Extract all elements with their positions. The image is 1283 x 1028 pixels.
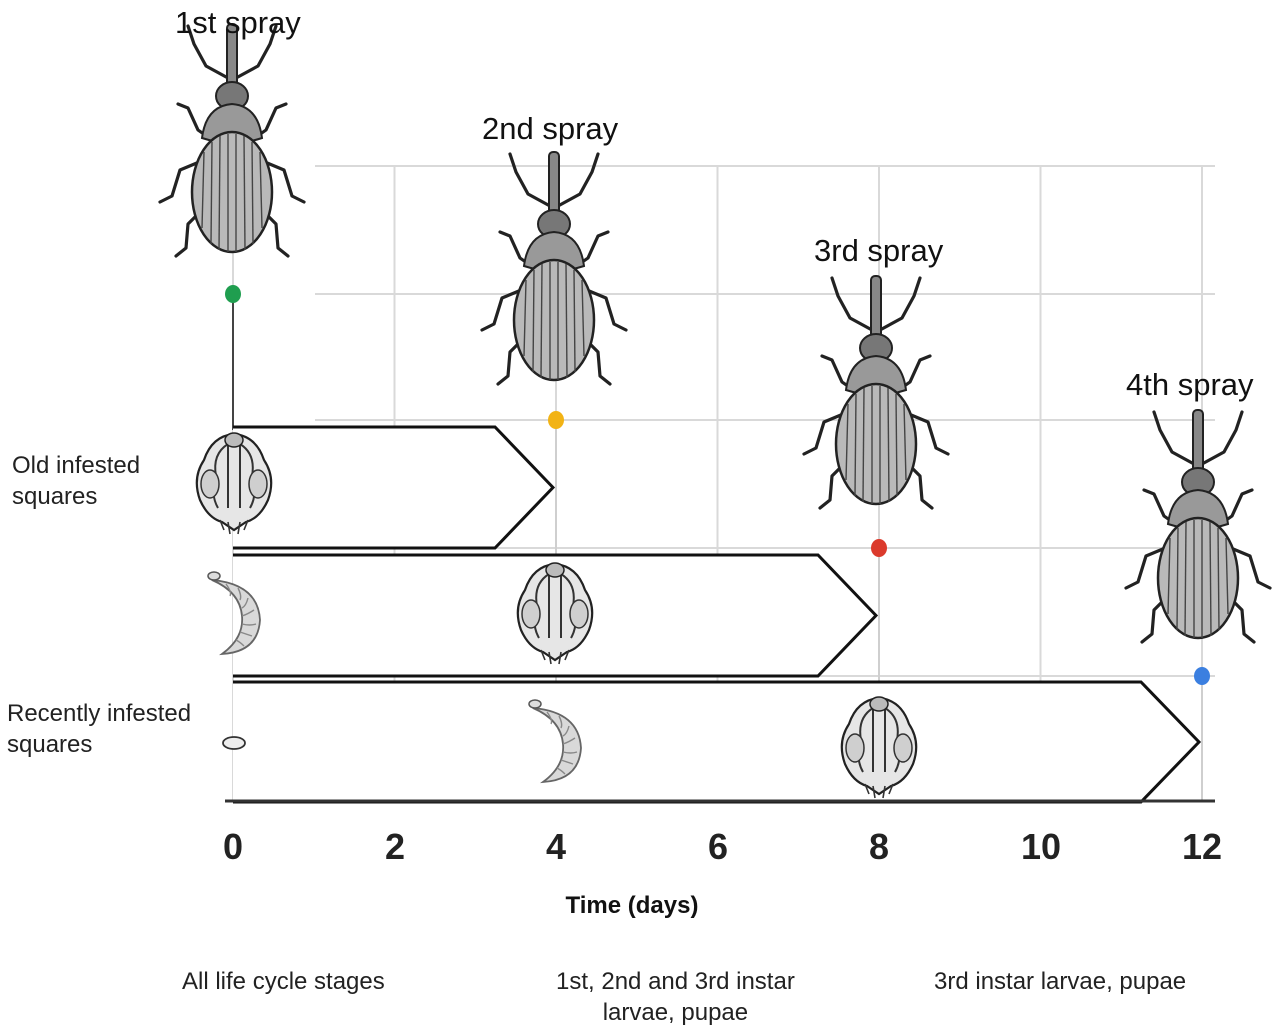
spray-label-3: 3rd spray [814, 233, 943, 269]
footnote-all-stages: All life cycle stages [182, 966, 385, 997]
weevil-adult-icon [482, 152, 626, 384]
weevil-adult-icon [1126, 410, 1270, 642]
spray-dot [1194, 667, 1210, 685]
weevil-egg-icon [223, 737, 245, 749]
stage-arrows [233, 427, 1199, 802]
stage-arrow-recent [233, 682, 1199, 802]
spray-dot [225, 285, 241, 303]
spray-dot [548, 411, 564, 429]
weevil-adult-icon [804, 276, 948, 508]
tick-label: 4 [546, 826, 566, 868]
weevil-adult-icon [160, 24, 304, 256]
row-label-old-infested: Old infested squares [12, 450, 140, 512]
tick-label: 6 [708, 826, 728, 868]
footnote-instar-larvae-pupae: 1st, 2nd and 3rd instar larvae, pupae [556, 966, 795, 1028]
stage-arrow-old [233, 427, 553, 548]
spray-dot [871, 539, 887, 557]
spray-label-2: 2nd spray [482, 111, 618, 147]
x-axis-title: Time (days) [566, 892, 699, 920]
row-label-recently-infested: Recently infested squares [7, 698, 191, 760]
spray-label-4: 4th spray [1126, 367, 1254, 403]
spray-label-1: 1st spray [175, 5, 301, 41]
tick-label: 0 [223, 826, 243, 868]
tick-label: 8 [869, 826, 889, 868]
tick-label: 2 [385, 826, 405, 868]
tick-label: 12 [1182, 826, 1222, 868]
footnote-3rd-instar-pupae: 3rd instar larvae, pupae [934, 966, 1186, 997]
tick-label: 10 [1021, 826, 1061, 868]
